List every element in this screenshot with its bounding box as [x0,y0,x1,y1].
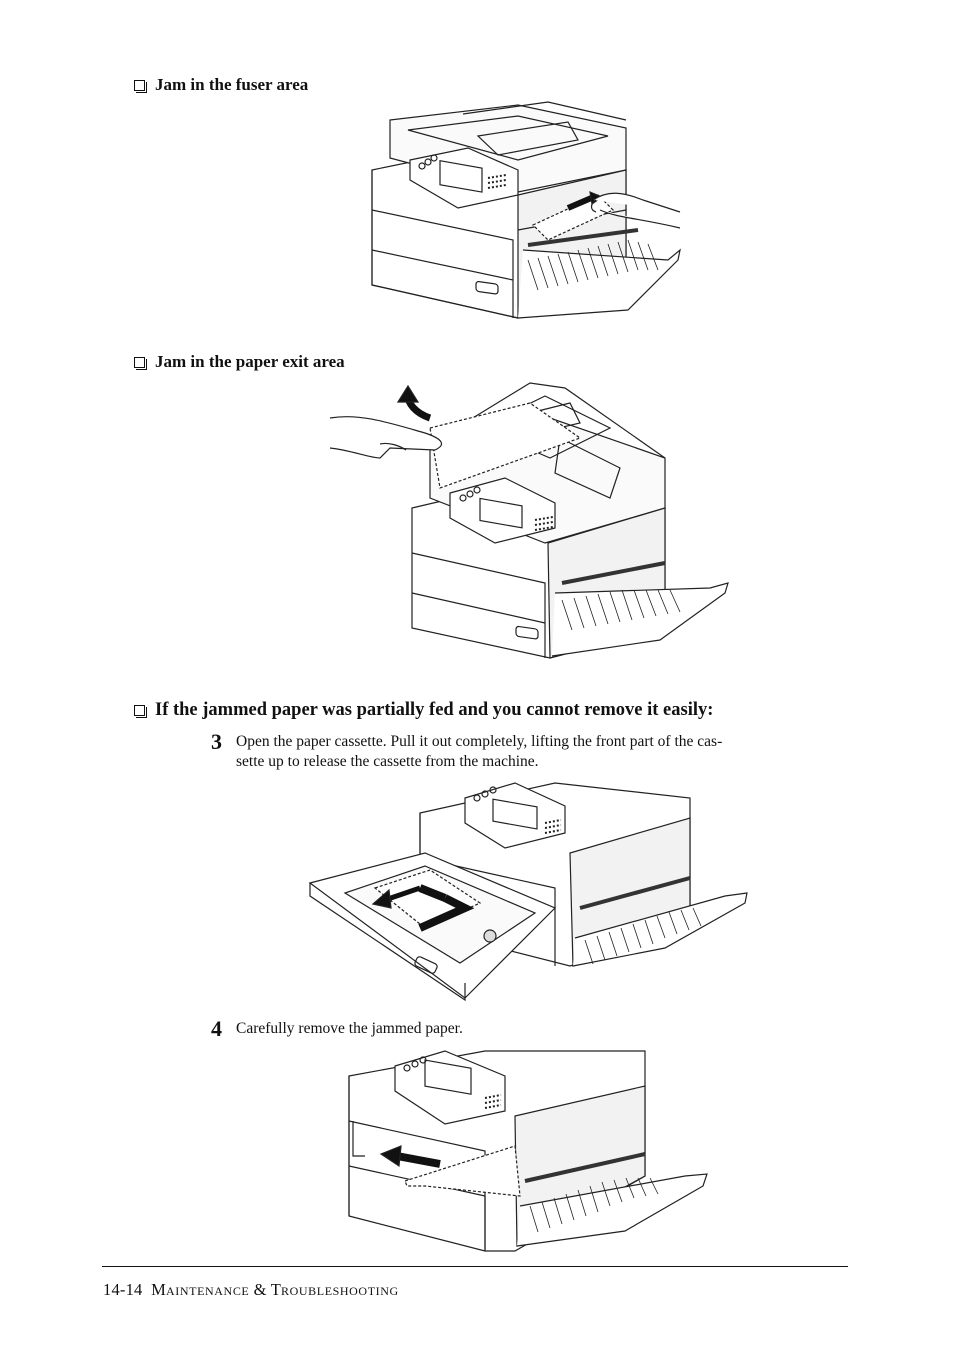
checkbox-icon [134,79,147,93]
exit-jam-illustration [329,382,729,659]
checkbox-icon [134,704,147,718]
section-heading-label: Jam in the fuser area [155,75,309,94]
step-text: Open the paper cassette. Pull it out com… [236,732,846,772]
section-heading-label: Jam in the paper exit area [155,352,345,371]
page-footer: 14-14 MAINTENANCE & TROUBLESHOOTING [103,1280,399,1300]
section-heading-partial: If the jammed paper was partially fed an… [134,700,713,720]
step-text: Carefully remove the jammed paper. [236,1019,463,1039]
step-text-line: Carefully remove the jammed paper. [236,1020,463,1037]
step-number: 3 [211,729,222,754]
footer-title-part: & [249,1280,271,1299]
fuser-jam-illustration [371,101,681,319]
section-heading-exit: Jam in the paper exit area [134,352,345,372]
step-text-line: Open the paper cassette. Pull it out com… [236,733,723,750]
step-text-line: sette up to release the cassette from th… [236,753,539,770]
footer-title-part: ROUBLESHOOTING [281,1284,399,1298]
section-heading-fuser: Jam in the fuser area [134,75,308,95]
footer-title-part: M [151,1280,167,1299]
step-number: 4 [211,1016,222,1041]
section-heading-label: If the jammed paper was partially fed an… [155,700,714,720]
cassette-removal-illustration [308,782,748,1002]
footer-rule [102,1266,848,1267]
footer-title-part: AINTENANCE [166,1284,250,1298]
checkbox-icon [134,356,147,370]
remove-paper-illustration [348,1050,708,1252]
footer-title-part: T [270,1280,282,1299]
page-number: 14-14 [103,1280,143,1299]
footer-title: MAINTENANCE & TROUBLESHOOTING [151,1280,399,1299]
